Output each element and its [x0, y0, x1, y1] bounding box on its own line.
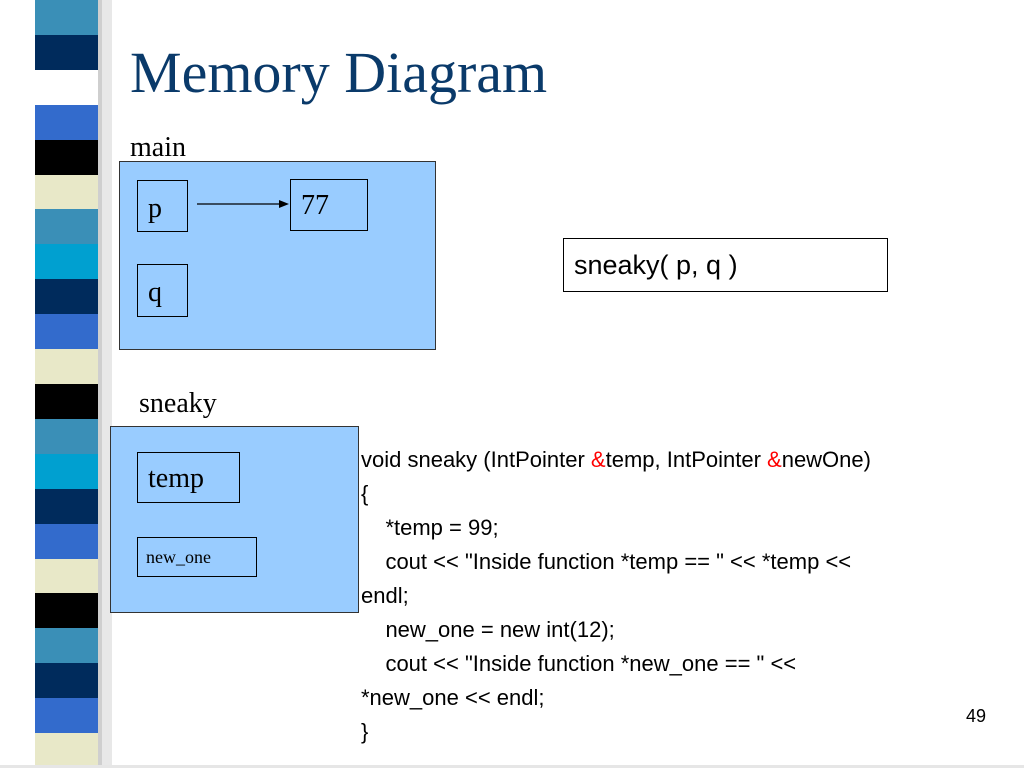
stripe-segment: [35, 523, 98, 559]
stripe-segment: [35, 733, 98, 768]
code-line: {: [361, 481, 369, 506]
param-cell-temp: temp: [137, 452, 240, 503]
pointer-cell-p: p: [137, 180, 188, 232]
code-line: }: [361, 719, 369, 744]
stripe-shadow-edge: [98, 0, 102, 768]
pointer-cell-q: q: [137, 264, 188, 317]
slide-title: Memory Diagram: [130, 40, 548, 105]
main-frame-label: main: [130, 132, 186, 163]
stripe-segment: [35, 628, 98, 664]
bottom-divider: [0, 765, 1024, 768]
stripe-segment: [35, 558, 98, 594]
stripe-segment: [35, 104, 98, 140]
code-sig-part1: void sneaky (IntPointer: [361, 447, 591, 472]
code-ampersand-2: &: [767, 447, 782, 472]
stripe-segment: [35, 0, 98, 35]
code-signature: void sneaky (IntPointer &temp, IntPointe…: [361, 443, 1024, 477]
code-ampersand-1: &: [590, 447, 606, 472]
sneaky-frame-label: sneaky: [139, 388, 217, 419]
decorative-stripe-bar: [35, 0, 98, 768]
code-line: endl;: [361, 583, 409, 608]
stripe-segment: [35, 663, 98, 699]
stripe-segment: [35, 244, 98, 280]
code-sig-part3: newOne): [781, 447, 871, 472]
stripe-segment: [35, 453, 98, 489]
stripe-segment: [35, 383, 98, 419]
code-line: cout << "Inside function *temp == " << *…: [361, 549, 852, 574]
stripe-segment: [35, 698, 98, 734]
stripe-segment: [35, 279, 98, 315]
stripe-segment: [35, 174, 98, 210]
stripe-segment: [35, 314, 98, 350]
heap-value-cell: 77: [290, 179, 368, 231]
stripe-segment: [35, 349, 98, 384]
stripe-segment: [35, 69, 98, 105]
stripe-segment: [35, 593, 98, 629]
stripe-segment: [35, 418, 98, 454]
page-number: 49: [966, 706, 987, 726]
stripe-segment: [35, 209, 98, 245]
code-line: *new_one << endl;: [361, 685, 545, 710]
code-line: *temp = 99;: [361, 515, 499, 540]
code-listing: void sneaky (IntPointer &temp, IntPointe…: [361, 443, 1024, 749]
param-cell-new-one: new_one: [137, 537, 257, 577]
function-call-box: sneaky( p, q ): [563, 238, 888, 292]
stripe-segment: [35, 139, 98, 175]
code-sig-part2: temp, IntPointer: [605, 447, 768, 472]
code-line: cout << "Inside function *new_one == " <…: [361, 651, 797, 676]
stripe-segment: [35, 488, 98, 524]
code-line: new_one = new int(12);: [361, 617, 615, 642]
stripe-segment: [35, 34, 98, 70]
